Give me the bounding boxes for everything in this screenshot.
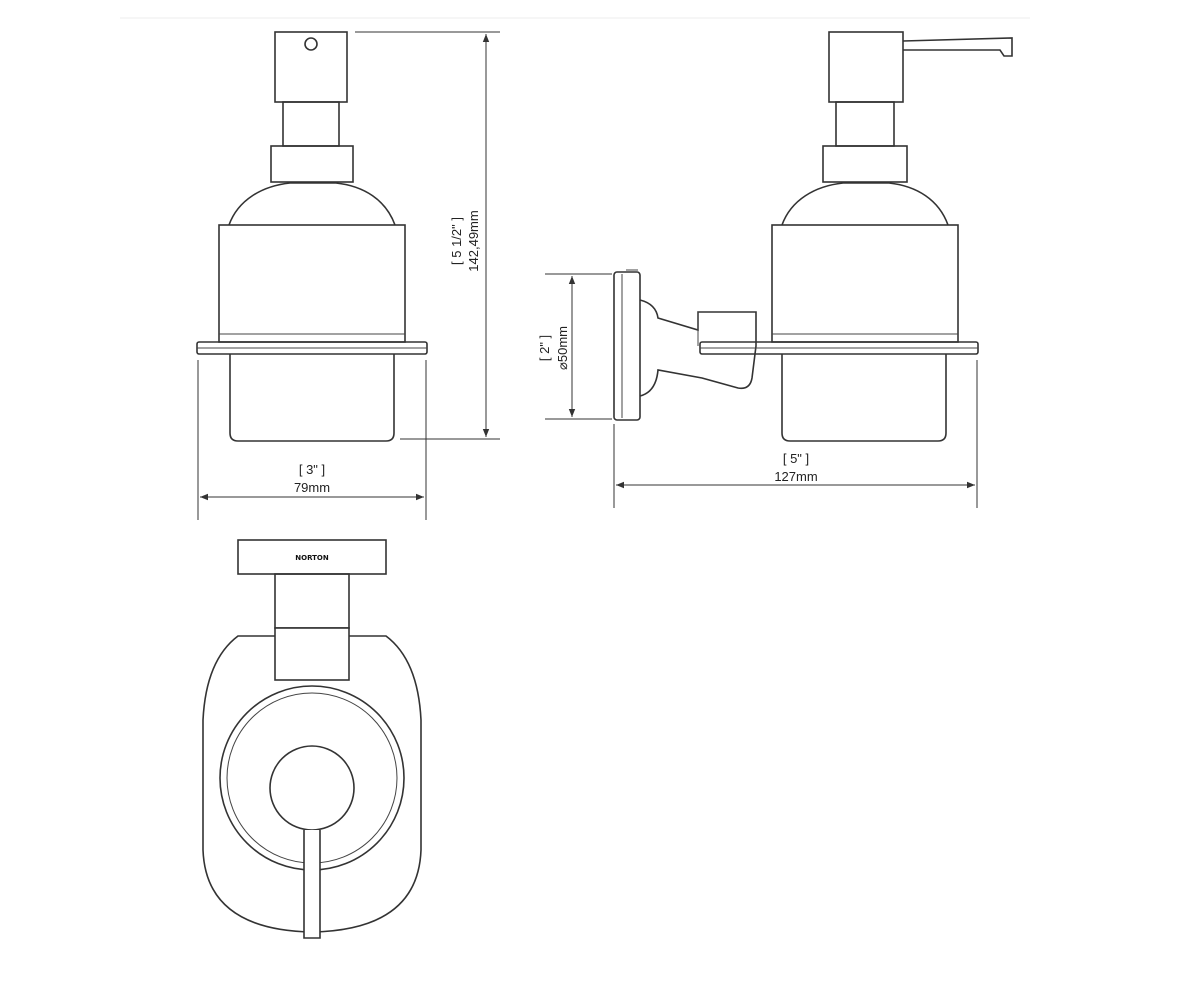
side-arm [639,299,757,397]
front-lower-glass [229,354,395,442]
side-lower-glass [781,354,947,442]
side-dome [781,182,949,226]
front-pump-hole [304,37,318,51]
width-imperial-label: [ 3" ] [299,462,325,477]
top-spout [303,830,321,939]
depth-metric-label: 127mm [774,469,817,484]
side-body [771,224,959,343]
base-imperial-label: [ 2" ] [537,335,552,361]
depth-imperial-label: [ 5" ] [783,451,809,466]
top-view: NORTON [202,539,422,939]
front-body [218,224,406,343]
height-metric-label: 142,49mm [466,210,481,271]
brand-logo: NORTON [295,554,329,562]
height-dimension: [ 5 1/2" ] 142,49mm [355,31,500,440]
height-imperial-label: [ 5 1/2" ] [449,217,464,265]
front-pump-head [274,31,348,103]
width-dimension: [ 3" ] 79mm [197,360,427,520]
side-pump-stem [835,101,895,147]
top-arm-block [274,627,350,681]
front-collar [270,145,354,183]
base-metric-label: ⌀50mm [555,326,570,370]
depth-dimension: [ 5" ] 127mm [613,360,978,508]
front-view [196,31,428,442]
side-pump-head [828,31,904,103]
front-dome [228,182,396,226]
side-wall-plate [613,271,641,421]
top-neck [274,573,350,629]
base-diameter-dimension: [ 2" ] ⌀50mm [537,273,612,420]
side-spout [902,37,1013,57]
width-metric-label: 79mm [294,480,330,495]
side-collar [822,145,908,183]
front-pump-stem [282,101,340,147]
top-pump-head [269,745,355,831]
side-view [613,31,1013,442]
